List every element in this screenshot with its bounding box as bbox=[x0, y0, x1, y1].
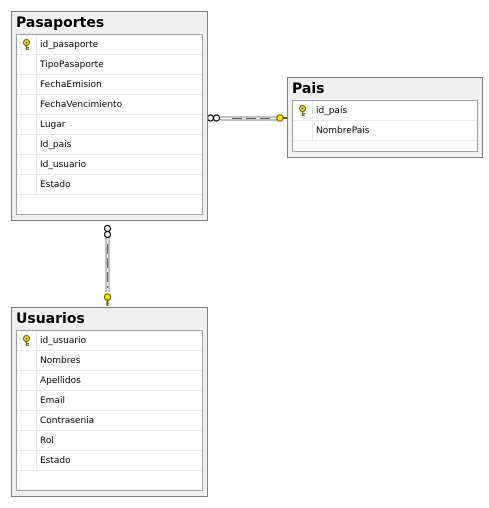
table-pais[interactable]: Pais id_pais NombrePais bbox=[287, 77, 483, 158]
column-list: id_pais NombrePais bbox=[292, 100, 478, 152]
column-name: id_pais bbox=[316, 106, 348, 116]
column-row[interactable]: Email bbox=[17, 391, 202, 411]
column-name: Id_usuario bbox=[40, 160, 87, 170]
column-name: Nombres bbox=[40, 356, 81, 366]
table-pasaportes[interactable]: Pasaportes id_pasaporte TipoPasaporte Fe… bbox=[11, 11, 208, 221]
column-row[interactable]: Contrasenia bbox=[17, 411, 202, 431]
infinity-icon bbox=[206, 114, 221, 122]
column-row[interactable]: Nombres bbox=[17, 351, 202, 371]
key-icon bbox=[17, 35, 37, 54]
key-icon bbox=[17, 331, 37, 350]
column-row[interactable]: FechaEmision bbox=[17, 75, 202, 95]
column-name: Estado bbox=[40, 456, 71, 466]
column-name: Contrasenia bbox=[40, 416, 95, 426]
column-name: NombrePais bbox=[316, 126, 370, 136]
column-row[interactable]: Id_pais bbox=[17, 135, 202, 155]
column-name: id_usuario bbox=[40, 336, 87, 346]
relationship-pasaportes-usuarios[interactable] bbox=[103, 224, 112, 307]
column-row[interactable]: NombrePais bbox=[293, 121, 477, 141]
column-row[interactable]: TipoPasaporte bbox=[17, 55, 202, 75]
column-row[interactable]: id_pais bbox=[293, 101, 477, 121]
column-row[interactable]: Lugar bbox=[17, 115, 202, 135]
column-row[interactable]: id_usuario bbox=[17, 331, 202, 351]
column-row[interactable]: Id_usuario bbox=[17, 155, 202, 175]
table-title[interactable]: Usuarios bbox=[12, 308, 207, 330]
table-usuarios[interactable]: Usuarios id_usuario Nombres Apellidos Em… bbox=[11, 307, 208, 497]
column-name: Estado bbox=[40, 180, 71, 190]
column-row[interactable]: id_pasaporte bbox=[17, 35, 202, 55]
column-name: FechaVencimiento bbox=[40, 100, 123, 110]
column-name: TipoPasaporte bbox=[40, 60, 104, 70]
infinity-icon bbox=[103, 224, 112, 239]
column-name: Email bbox=[40, 396, 65, 406]
column-name: Lugar bbox=[40, 120, 66, 130]
column-row[interactable]: Estado bbox=[17, 451, 202, 471]
column-row[interactable]: Rol bbox=[17, 431, 202, 451]
column-name: Apellidos bbox=[40, 376, 81, 386]
column-name: Rol bbox=[40, 436, 54, 446]
table-title[interactable]: Pasaportes bbox=[12, 12, 207, 34]
relationship-pasaportes-pais[interactable] bbox=[206, 114, 289, 122]
column-row[interactable]: Estado bbox=[17, 175, 202, 195]
column-name: id_pasaporte bbox=[40, 40, 99, 50]
key-icon bbox=[103, 293, 112, 306]
key-icon bbox=[276, 114, 288, 122]
table-title[interactable]: Pais bbox=[288, 78, 482, 100]
column-list: id_pasaporte TipoPasaporte FechaEmision … bbox=[16, 34, 203, 215]
column-name: FechaEmision bbox=[40, 80, 102, 90]
key-icon bbox=[293, 101, 313, 120]
column-row[interactable]: Apellidos bbox=[17, 371, 202, 391]
column-row[interactable]: FechaVencimiento bbox=[17, 95, 202, 115]
column-name: Id_pais bbox=[40, 140, 72, 150]
column-list: id_usuario Nombres Apellidos Email Contr… bbox=[16, 330, 203, 491]
